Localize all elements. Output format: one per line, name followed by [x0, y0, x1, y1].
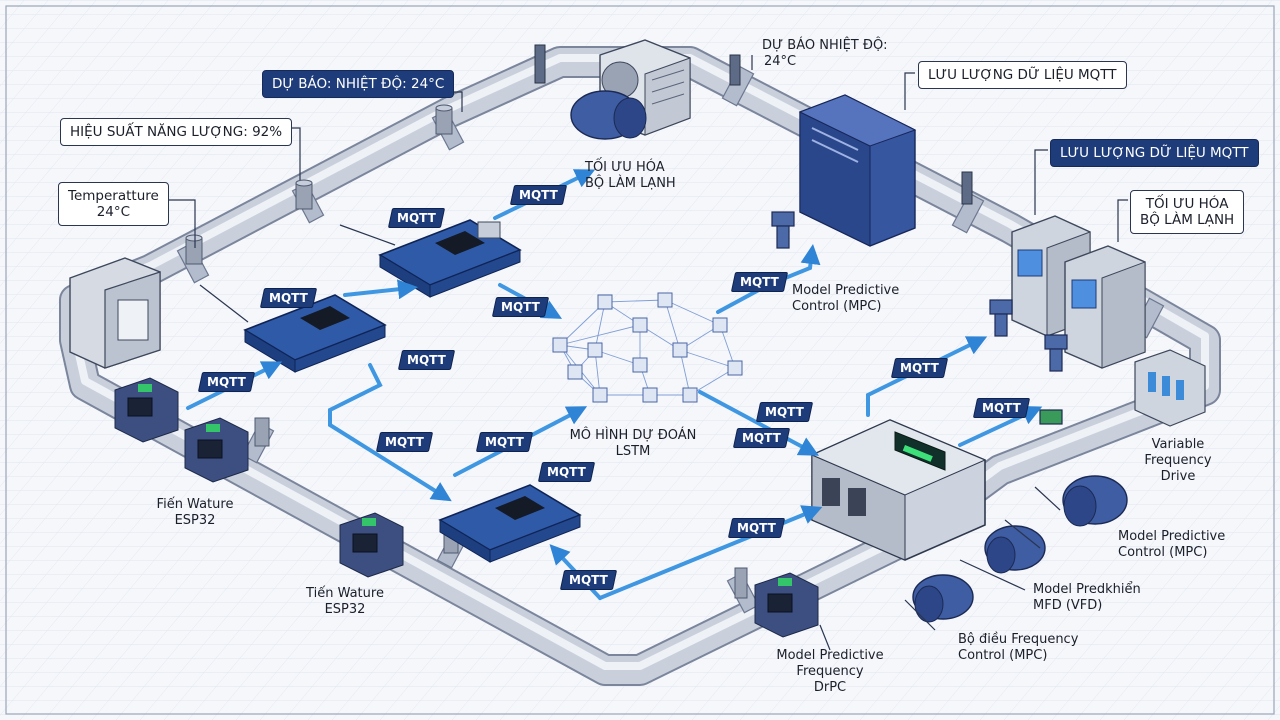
label-mpc-top: Model Predictive Control (MPC) [792, 283, 900, 314]
callout-temperature: Temperatture 24°C [58, 182, 169, 226]
cooling-tower-icon [1011, 215, 1146, 369]
label-sensor-esp32-left: Fiến Wature ESP32 [156, 497, 234, 528]
chiller-opt-subtitle: BỘ LÀM LẠNH [1140, 212, 1235, 228]
label-frequency-control: Bộ điều Frequency Control (MPC) [958, 632, 1079, 663]
temperature-value: 24°C [96, 204, 131, 220]
mqtt-tag: MQTT [491, 297, 549, 317]
temperature-title: Temperatture [68, 188, 159, 204]
label-variable-frequency-drive: Variable Frequency Drive [1144, 437, 1212, 484]
mqtt-tag: MQTT [397, 350, 455, 370]
mqtt-tag: MQTT [732, 428, 790, 448]
neural-network-icon [552, 292, 743, 403]
mqtt-tag: MQTT [197, 372, 255, 392]
mqtt-tag: MQTT [755, 402, 813, 422]
callout-mqtt-traffic-dark: LƯU LƯỢNG DỮ LIỆU MQTT [1050, 139, 1259, 167]
vfd-controller-icon [810, 419, 987, 561]
callout-chiller-optimization: TỐI ƯU HÓA BỘ LÀM LẠNH [1130, 190, 1245, 234]
callout-energy-efficiency: HIỆU SUẤT NĂNG LƯỢNG: 92% [60, 118, 293, 146]
mqtt-tag: MQTT [730, 272, 788, 292]
esp32-board-icon [378, 219, 522, 298]
chiller-opt-title: TỐI ƯU HÓA [1145, 196, 1229, 212]
pipe-loop [59, 46, 1221, 686]
control-cabinet-left [69, 257, 161, 369]
label-mpc-right: Model Predictive Control (MPC) [1118, 529, 1226, 560]
callout-mqtt-traffic: LƯU LƯỢNG DỮ LIỆU MQTT [918, 61, 1127, 89]
callout-forecast-temp: DỰ BÁO: NHIỆT ĐỘ: 24°C [262, 70, 455, 98]
server-cabinet-icon [798, 94, 917, 247]
mqtt-tag: MQTT [375, 432, 433, 452]
label-chiller-optimization: TỐI ƯU HÓA BỘ LÀM LẠNH [585, 160, 676, 191]
sensor-box-icon [114, 377, 819, 638]
mqtt-tag: MQTT [559, 570, 617, 590]
label-sensor-esp32-bottom: Tiến Wature ESP32 [306, 586, 384, 617]
mqtt-tag: MQTT [475, 432, 533, 452]
mqtt-tag: MQTT [259, 288, 317, 308]
label-model-predictive-frequency: Model Predictive Frequency DrPC [776, 648, 884, 695]
esp32-board-icon [438, 484, 582, 563]
mqtt-tag: MQTT [890, 358, 948, 378]
mqtt-tag: MQTT [509, 185, 567, 205]
label-mfd-vfd: Model Predkhiển MFD (VFD) [1033, 582, 1141, 613]
mqtt-tag: MQTT [387, 208, 445, 228]
callout-leaders [165, 55, 1128, 651]
motor-icon [912, 475, 1128, 623]
label-lstm-model: MÔ HÌNH DỰ ĐOÁN LSTM [569, 428, 697, 459]
valve-icon [771, 211, 1068, 425]
label-forecast-temp: DỰ BÁO NHIỆT ĐỘ: 24°C [762, 38, 888, 69]
vfd-rack-icon [1134, 349, 1206, 427]
frame-border [5, 5, 1275, 715]
mqtt-tag: MQTT [537, 462, 595, 482]
esp32-board-icon [243, 294, 387, 373]
mqtt-tag: MQTT [972, 398, 1030, 418]
motor-icon [570, 90, 647, 140]
mqtt-tag: MQTT [727, 518, 785, 538]
